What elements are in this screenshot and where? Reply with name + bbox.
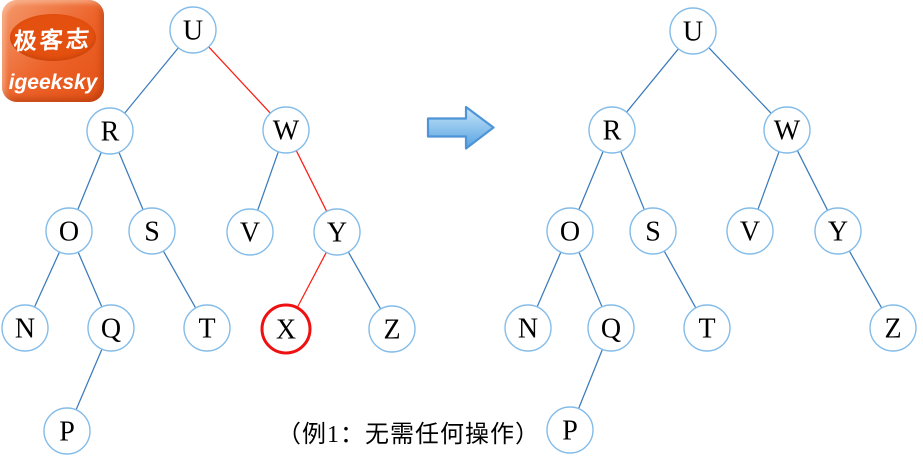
arrow-right-icon [426,105,495,150]
edge-before-O-Q [77,251,103,308]
node-label-before-P: P [59,417,75,448]
node-label-after-W: W [774,116,801,147]
node-after-V [726,207,774,255]
node-label-after-U: U [683,17,703,48]
tree-before: U R W O S V Y N Q T X Z P [1,6,416,455]
node-after-O [546,207,594,255]
node-label-after-R: R [603,116,622,147]
edge-after-U-R [626,48,679,113]
node-label-after-Z: Z [884,314,901,345]
node-before-U [169,6,217,54]
node-label-before-S: S [144,217,160,248]
node-label-before-R: R [101,117,120,148]
node-after-N [504,304,552,352]
tree-after: U R W O S V Y N Q T Z P [504,7,917,454]
edge-before-R-O [77,152,102,210]
edge-before-S-T [162,250,197,309]
node-after-P [546,406,594,454]
node-label-after-S: S [645,217,661,248]
node-label-before-N: N [15,314,35,345]
node-before-O [45,207,93,255]
edge-after-Q-P [577,349,604,409]
edge-after-U-W [708,47,772,114]
logo-oval: 极客志 [10,14,96,61]
edge-before-W-Y [295,150,328,212]
node-label-after-T: T [698,314,715,345]
edge-before-U-W [208,46,271,114]
edge-after-O-Q [578,251,603,308]
edge-after-R-O [578,150,604,211]
edge-before-R-S [118,151,144,211]
node-label-after-V: V [740,217,760,248]
node-after-Z [869,304,917,352]
node-after-R [588,106,636,154]
edge-after-R-S [620,151,645,210]
edge-before-W-V [257,151,279,211]
edge-before-Q-P [75,348,103,411]
edge-before-Y-X [296,252,327,309]
node-before-S [128,207,176,255]
logo-en-text: igeeksky [8,71,98,94]
edge-after-O-N [536,251,562,308]
edge-before-U-R [124,47,179,114]
node-after-Y [814,207,862,255]
node-before-Q [87,304,135,352]
node-before-N [1,304,49,352]
node-after-W [763,106,811,154]
node-after-S [629,207,677,255]
node-label-after-O: O [560,217,580,248]
node-before-R [86,107,134,155]
node-after-Q [587,304,635,352]
node-label-before-T: T [198,314,215,345]
example-caption: （例1：无需任何操作） [277,422,540,448]
node-label-before-Y: Y [327,218,347,249]
edge-after-W-V [757,151,780,210]
node-after-T [683,304,731,352]
node-label-before-U: U [183,16,203,47]
node-after-U [669,7,717,55]
node-label-before-X: X [276,315,296,346]
node-label-after-P: P [562,416,578,447]
node-label-after-Q: Q [601,314,621,345]
node-before-V [226,208,274,256]
node-label-before-Z: Z [383,315,400,346]
node-label-after-N: N [518,314,538,345]
edge-after-Y-Z [848,250,883,309]
node-label-before-W: W [273,116,300,147]
node-label-after-Y: Y [828,217,848,248]
node-before-X-highlighted [260,303,312,355]
node-before-W [262,106,310,154]
node-label-before-V: V [240,218,260,249]
node-before-Z [368,305,416,353]
igeeksky-logo: 极客志 igeeksky [2,0,104,102]
node-before-P [43,407,91,455]
node-label-before-O: O [59,217,79,248]
edge-before-O-N [33,251,61,308]
edge-after-S-T [663,250,697,309]
edge-after-W-Y [796,150,829,211]
node-before-Y [313,208,361,256]
edge-before-Y-Z [347,251,382,310]
node-before-T [183,304,231,352]
node-label-before-Q: Q [101,314,121,345]
